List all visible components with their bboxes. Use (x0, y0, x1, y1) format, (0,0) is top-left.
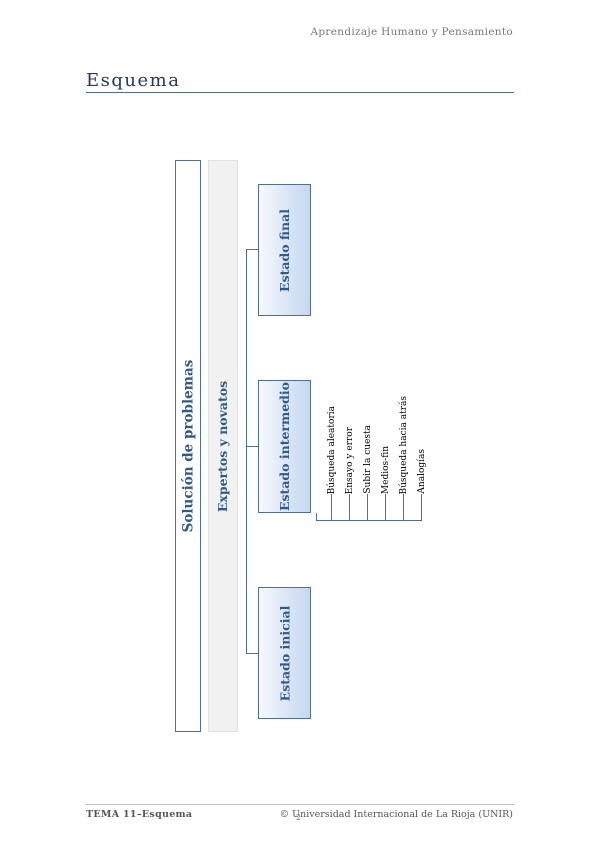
method-tick (367, 494, 369, 520)
method-label: Ensayo y error (345, 426, 355, 494)
method-tick (349, 494, 351, 520)
section-title: Esquema (86, 70, 181, 91)
method-backward-search: Búsqueda hacia atrás (397, 394, 411, 494)
experts-novices-label: Expertos y novatos (215, 380, 231, 512)
method-label: Medios-fin (381, 445, 391, 494)
footer-divider (86, 804, 514, 805)
intermediate-state-box: Estado intermedio (258, 380, 311, 513)
method-tick (385, 494, 387, 520)
course-title: Aprendizaje Humano y Pensamiento (310, 26, 513, 38)
method-label: Subir la cuesta (363, 425, 373, 494)
method-means-ends: Medios-fin (379, 394, 393, 494)
final-state-box: Estado final (258, 184, 311, 316)
method-label: Analogías (417, 449, 427, 494)
connector-final (246, 249, 258, 251)
initial-state-label: Estado inicial (277, 605, 293, 701)
method-label: Búsqueda aleatoria (327, 405, 337, 494)
connector-intermediate (246, 446, 258, 448)
footer-copyright: © Universidad Internacional de La Rioja … (279, 809, 513, 820)
footer-topic: TEMA 11–Esquema (86, 809, 193, 820)
methods-bar (316, 520, 422, 522)
method-random-search: Búsqueda aleatoria (325, 394, 339, 494)
initial-state-box: Estado inicial (258, 587, 311, 719)
method-tick (421, 494, 423, 520)
problem-solving-label: Solución de problemas (180, 359, 197, 533)
method-hill-climbing: Subir la cuesta (361, 394, 375, 494)
connector-trunk (246, 249, 248, 654)
final-state-label: Estado final (277, 208, 292, 292)
connector-initial (246, 653, 258, 655)
method-analogies: Analogías (415, 394, 429, 494)
experts-novices-box: Expertos y novatos (208, 160, 238, 732)
method-trial-and-error: Ensayo y error (343, 394, 357, 494)
problem-solving-box: Solución de problemas (175, 160, 201, 732)
page-number: 2 (296, 813, 302, 822)
method-tick (331, 494, 333, 520)
intermediate-state-label: Estado intermedio (277, 381, 292, 512)
methods-drop (316, 513, 318, 521)
method-tick (403, 494, 405, 520)
method-label: Búsqueda hacia atrás (399, 395, 409, 494)
section-divider (86, 92, 514, 93)
